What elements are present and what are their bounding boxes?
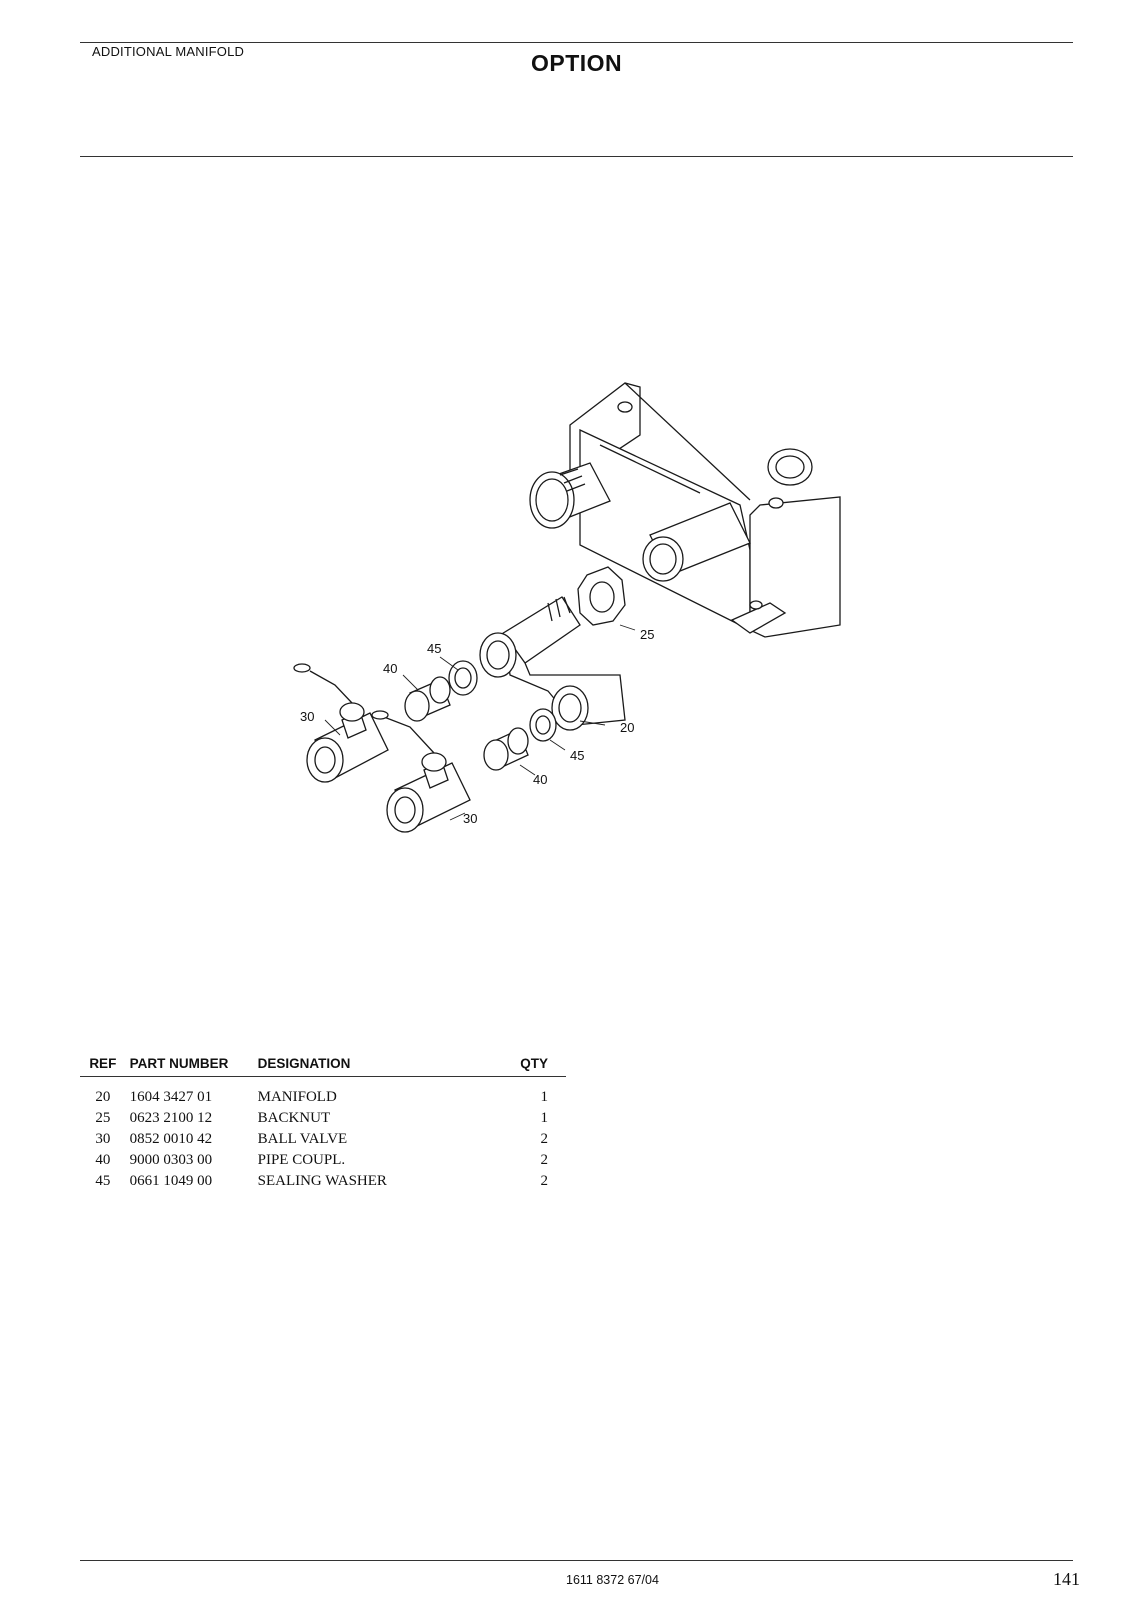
col-header-qty: QTY (516, 1052, 566, 1077)
page-number: 141 (1053, 1569, 1080, 1589)
cell-ref: 30 (95, 1131, 111, 1147)
cell-designation: PIPE COUPL. (257, 1152, 346, 1168)
footer-rule (80, 1560, 1073, 1561)
ball-valve-lower (371, 710, 471, 833)
cell-qty: 2 (540, 1152, 549, 1168)
cell-qty: 2 (540, 1173, 549, 1189)
sealing-washer-upper (448, 660, 478, 696)
page-title: OPTION (531, 50, 623, 76)
cell-part-number: 0661 1049 00 (129, 1173, 213, 1189)
cell-designation: MANIFOLD (257, 1089, 337, 1105)
col-header-ref: REF (80, 1052, 126, 1077)
cell-qty: 2 (540, 1131, 549, 1147)
header-bottom-rule (80, 156, 1073, 157)
col-header-part-number: PART NUMBER (125, 1052, 254, 1077)
table-row: 45 0661 1049 00 SEALING WASHER 2 (80, 1171, 566, 1192)
sealing-washer-lower (529, 708, 557, 742)
cell-part-number: 1604 3427 01 (129, 1089, 213, 1105)
cell-qty: 1 (540, 1089, 549, 1105)
table-row: 30 0852 0010 42 BALL VALVE 2 (80, 1129, 566, 1150)
cell-part-number: 9000 0303 00 (129, 1152, 213, 1168)
callout-25: 25 (640, 627, 654, 642)
header-top-rule (80, 42, 1073, 43)
callout-40-lower: 40 (533, 772, 547, 787)
cell-part-number: 0852 0010 42 (129, 1131, 213, 1147)
cell-ref: 40 (95, 1152, 111, 1168)
cell-ref: 25 (95, 1110, 111, 1126)
cell-part-number: 0623 2100 12 (129, 1110, 213, 1126)
exploded-view-drawing: 45 40 30 25 20 45 40 30 (293, 382, 841, 833)
callout-30-upper: 30 (300, 709, 314, 724)
pipe-coupling-lower (483, 727, 529, 771)
callout-40-upper: 40 (383, 661, 397, 676)
main-manifold-block (529, 382, 841, 638)
callout-45-lower: 45 (570, 748, 584, 763)
parts-table: REF PART NUMBER DESIGNATION QTY 20 1604 … (80, 1052, 566, 1192)
cell-ref: 45 (95, 1173, 111, 1189)
callout-45-upper: 45 (427, 641, 441, 656)
cell-designation: SEALING WASHER (257, 1173, 387, 1189)
callout-30-lower: 30 (463, 811, 477, 826)
section-label: ADDITIONAL MANIFOLD (92, 44, 245, 59)
cell-designation: BALL VALVE (257, 1131, 348, 1147)
callout-20: 20 (620, 720, 634, 735)
col-header-designation: DESIGNATION (253, 1052, 517, 1077)
cell-designation: BACKNUT (257, 1110, 331, 1126)
table-row: 25 0623 2100 12 BACKNUT 1 (80, 1108, 566, 1129)
cell-ref: 20 (95, 1089, 111, 1105)
parts-table-header: REF PART NUMBER DESIGNATION QTY (80, 1052, 566, 1077)
cell-qty: 1 (540, 1110, 549, 1126)
backnut (577, 566, 626, 626)
table-row: 20 1604 3427 01 MANIFOLD 1 (80, 1077, 566, 1109)
pipe-coupling-upper (404, 676, 451, 722)
ball-valve-upper (293, 663, 389, 783)
table-row: 40 9000 0303 00 PIPE COUPL. 2 (80, 1150, 566, 1171)
doc-number: 1611 8372 67/04 (566, 1573, 659, 1587)
l-manifold (479, 596, 626, 731)
